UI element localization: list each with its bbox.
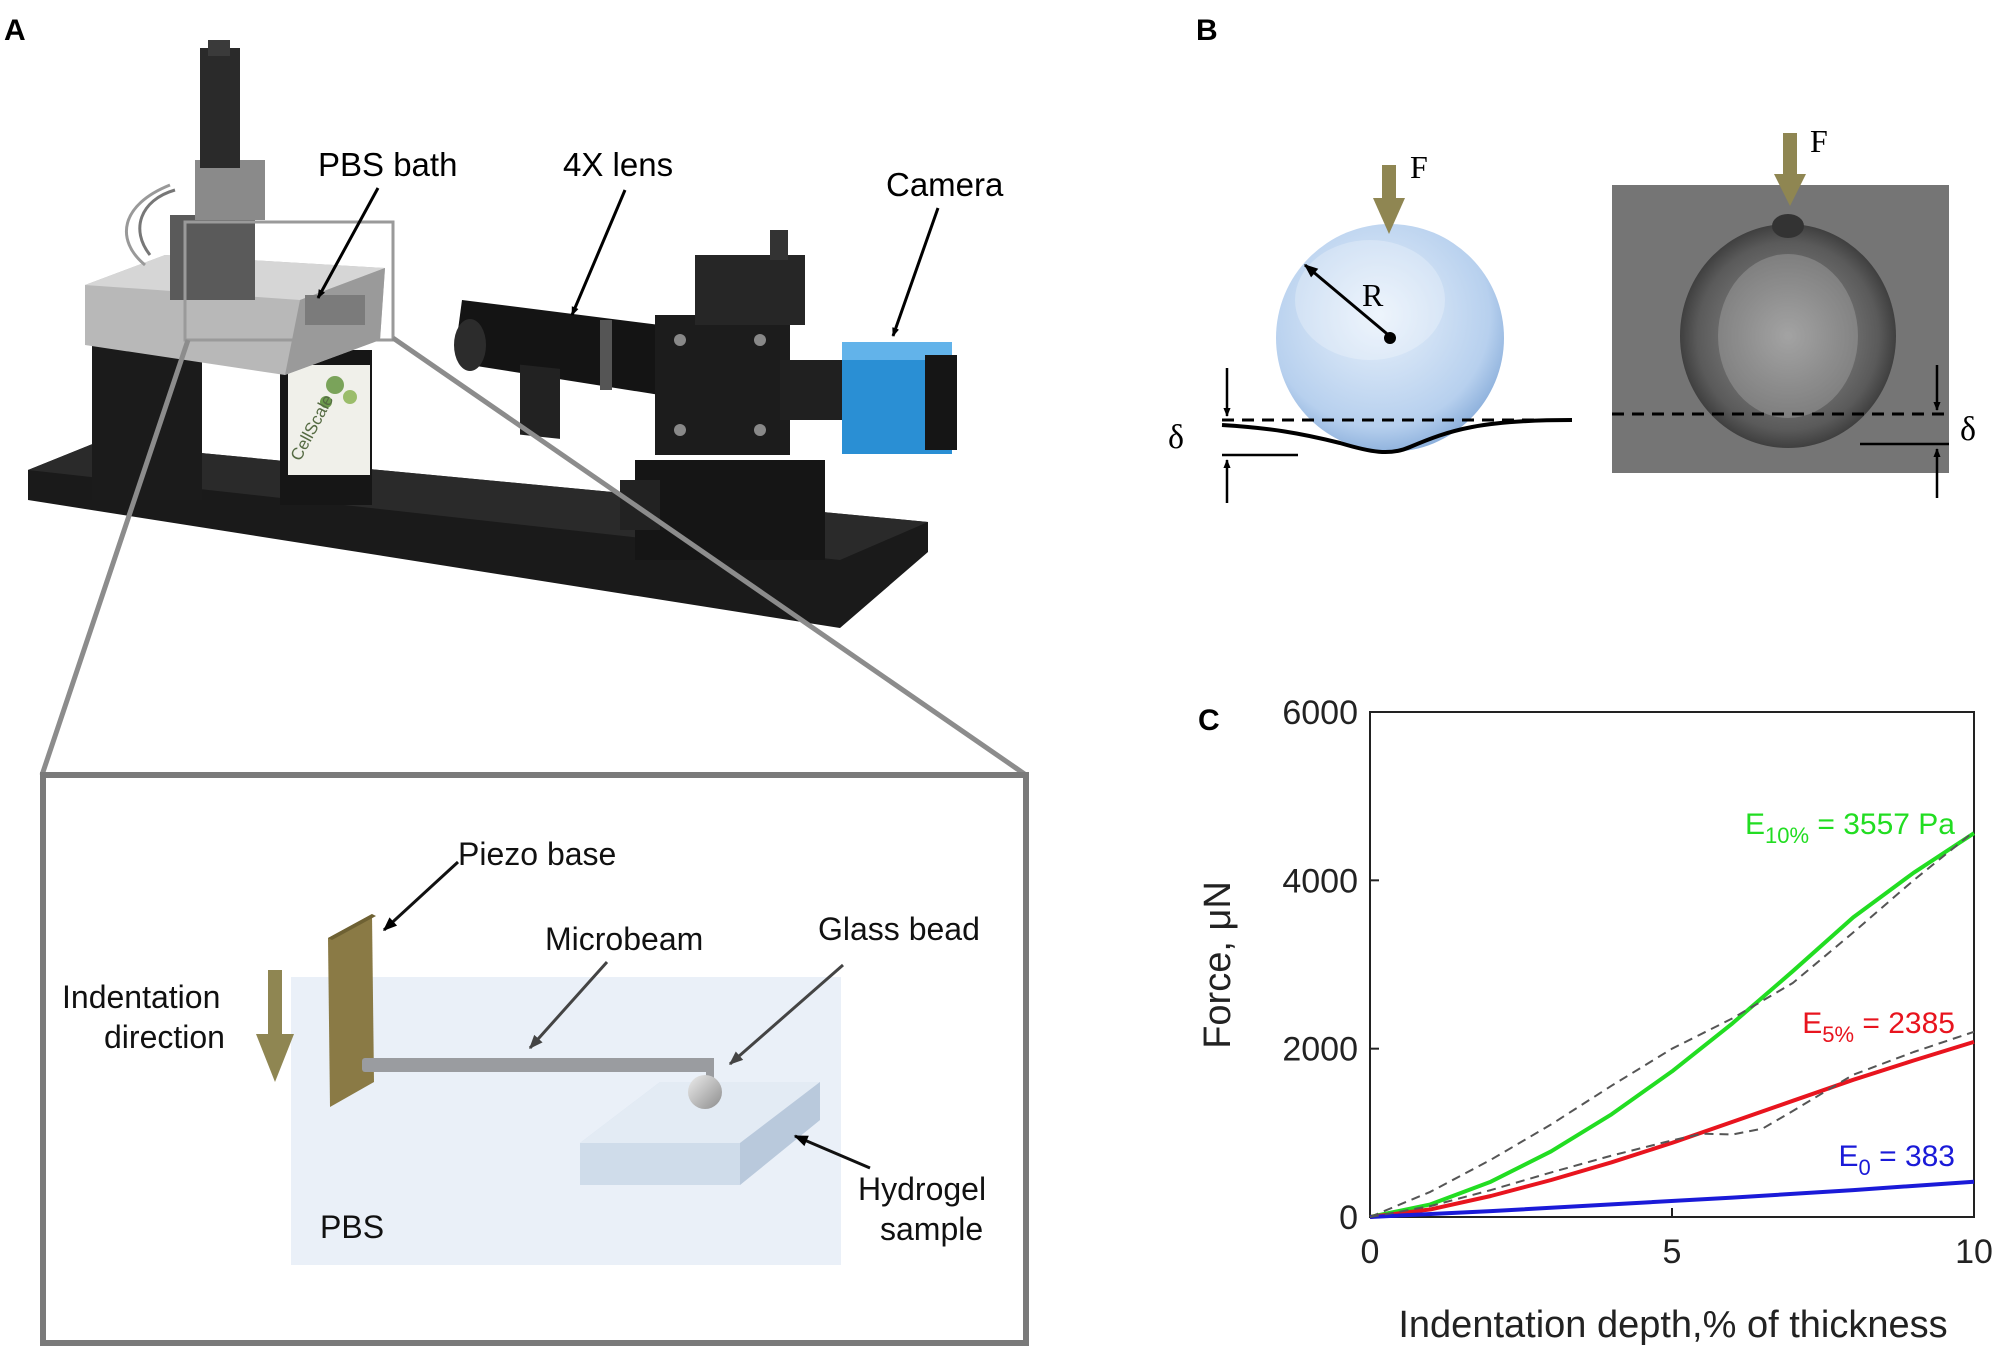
glass-bead — [688, 1075, 722, 1109]
microbeam — [362, 1058, 712, 1072]
annotation-5pct: E5% = 2385 — [1802, 1007, 1955, 1047]
force-arrow-right — [1774, 133, 1806, 206]
indentation-schematic — [1221, 165, 1573, 503]
label-glass-bead: Glass bead — [818, 911, 980, 947]
series-line-e10pct — [1369, 831, 1976, 1219]
zoom-line-right — [391, 335, 1028, 778]
x-tick-label: 10 — [1955, 1233, 1993, 1271]
y-tick-label: 4000 — [1282, 862, 1358, 900]
annotation-subscript: 0 — [1859, 1155, 1871, 1180]
arrow-camera — [891, 207, 940, 337]
actuator-column — [170, 215, 255, 300]
annotation-0: E0 = 383 — [1838, 1140, 1955, 1180]
label-4x-lens: 4X lens — [563, 146, 673, 183]
arrow-pbs-bath — [316, 187, 380, 299]
series-line-e5pct — [1369, 1039, 1975, 1219]
series-line-e0 — [1369, 1179, 1975, 1219]
deformed-surface — [1221, 418, 1573, 454]
series-line-fit-2 — [1369, 1030, 1975, 1218]
y-tick-label: 6000 — [1282, 694, 1358, 732]
x-tick-label: 5 — [1663, 1233, 1682, 1271]
annotation-subscript: 10% — [1765, 823, 1809, 848]
camera-stage — [620, 230, 850, 560]
label-radius: R — [1362, 277, 1384, 313]
annotation-10pct: E10% = 3557 Pa — [1745, 808, 1955, 848]
inset-schematic — [40, 772, 1029, 1346]
label-microbeam: Microbeam — [545, 921, 703, 957]
camera-body — [842, 342, 957, 454]
label-camera: Camera — [886, 166, 1004, 203]
annotation-subscript: 5% — [1822, 1022, 1854, 1047]
bead-photo — [1612, 133, 1949, 498]
label-delta-left: δ — [1168, 419, 1184, 456]
zoom-region-box — [183, 220, 395, 342]
label-sample: sample — [880, 1211, 983, 1247]
x-axis-title: Indentation depth,% of thickness — [1398, 1304, 1947, 1346]
label-force-left: F — [1410, 149, 1428, 185]
label-force-right: F — [1810, 123, 1828, 159]
label-piezo-base: Piezo base — [458, 836, 616, 872]
zoom-line-left — [39, 339, 191, 776]
annotation-value: = 383 — [1871, 1140, 1955, 1173]
annotation-base: E — [1838, 1140, 1858, 1173]
instrument-photo: CellScale — [28, 40, 957, 628]
x-tick-label: 0 — [1361, 1233, 1380, 1271]
arrow-microbeam — [528, 960, 609, 1050]
label-pbs: PBS — [320, 1209, 384, 1245]
radius-line — [1303, 263, 1393, 340]
y-tick-label: 0 — [1339, 1199, 1358, 1237]
panel-label-c: C — [1198, 704, 1220, 737]
annotation-value: = 2385 — [1854, 1007, 1955, 1040]
arrow-piezo-base — [382, 860, 460, 932]
indentation-arrow — [256, 970, 294, 1082]
force-arrow-left — [1373, 165, 1405, 234]
arrow-hydrogel — [793, 1134, 871, 1170]
annotation-base: E — [1802, 1007, 1822, 1040]
label-indentation: Indentation — [62, 979, 220, 1015]
label-delta-right: δ — [1960, 411, 1976, 448]
label-hydrogel: Hydrogel — [858, 1171, 986, 1207]
label-pbs-bath: PBS bath — [318, 146, 457, 183]
lens-body — [454, 300, 660, 439]
y-axis-title: Force, μN — [1197, 881, 1239, 1049]
y-tick-label: 2000 — [1282, 1031, 1358, 1069]
annotation-value: = 3557 Pa — [1809, 808, 1955, 841]
stand-leg-left — [92, 340, 202, 500]
arrow-glass-bead — [728, 963, 844, 1066]
label-direction: direction — [104, 1019, 225, 1055]
panel-label-a: A — [4, 14, 26, 47]
arrow-4x-lens — [570, 189, 627, 316]
piezo-base — [328, 914, 374, 1107]
glass-bead-photo — [1680, 224, 1896, 448]
series-line-fit-1 — [1369, 830, 1975, 1218]
panel-label-b: B — [1196, 14, 1218, 47]
annotation-base: E — [1745, 808, 1765, 841]
